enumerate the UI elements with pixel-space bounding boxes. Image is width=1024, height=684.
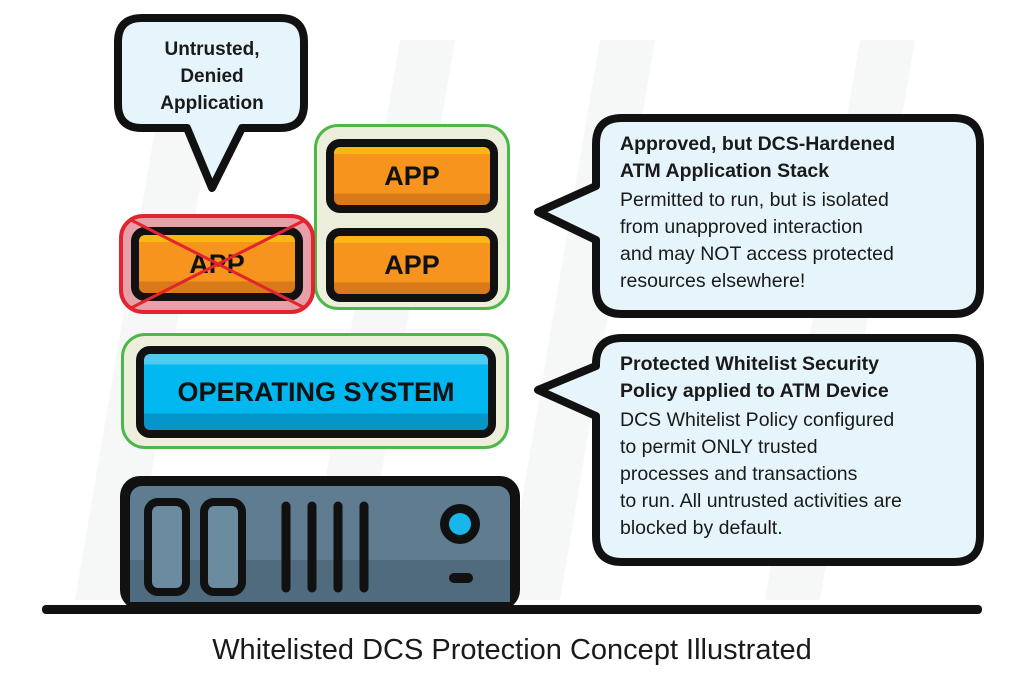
policy-body-line: to run. All untrusted activities are xyxy=(620,490,902,512)
policy-title-line: Protected Whitelist Security xyxy=(620,353,879,375)
policy-body-line: blocked by default. xyxy=(620,517,783,539)
os-label: OPERATING SYSTEM xyxy=(177,376,455,407)
denied-callout: Untrusted, Denied Application xyxy=(118,12,306,122)
app-stack-body-line: and may NOT access protected xyxy=(620,243,894,265)
policy-body-line: to permit ONLY trusted xyxy=(620,436,818,458)
app-stack-title-line: Approved, but DCS-Hardened xyxy=(620,133,896,155)
app-stack-body-line: from unapproved interaction xyxy=(620,216,863,238)
policy-body-line: DCS Whitelist Policy configured xyxy=(620,409,895,431)
policy-callout-shape xyxy=(534,334,984,566)
denied-callout-shape xyxy=(114,14,308,192)
ground-line xyxy=(42,605,982,614)
app-stack-title-line: ATM Application Stack xyxy=(620,160,830,182)
app-stack-callout-shape xyxy=(534,114,984,318)
policy-title-line: Policy applied to ATM Device xyxy=(620,380,889,402)
atm-device-icon xyxy=(120,476,520,610)
diagram-caption: Whitelisted DCS Protection Concept Illus… xyxy=(212,634,812,666)
background-stripe xyxy=(75,40,225,600)
denied-callout-line: Application xyxy=(160,93,264,114)
policy-callout: Protected Whitelist Security Policy appl… xyxy=(620,351,980,542)
app-label: APP xyxy=(384,249,440,280)
app-label: APP xyxy=(384,160,440,191)
app-stack-body-line: resources elsewhere! xyxy=(620,270,806,292)
approved-app-tile: APP xyxy=(326,228,498,302)
operating-system-tile: OPERATING SYSTEM xyxy=(136,346,496,438)
approved-app-tile: APP xyxy=(326,139,498,213)
denied-callout-line: Untrusted, xyxy=(164,39,260,60)
denied-cross-icon xyxy=(130,218,306,310)
app-stack-body-line: Permitted to run, but is isolated xyxy=(620,189,889,211)
policy-body-line: processes and transactions xyxy=(620,463,858,485)
app-stack-callout: Approved, but DCS-Hardened ATM Applicati… xyxy=(620,131,980,295)
denied-callout-line: Denied xyxy=(180,66,244,87)
